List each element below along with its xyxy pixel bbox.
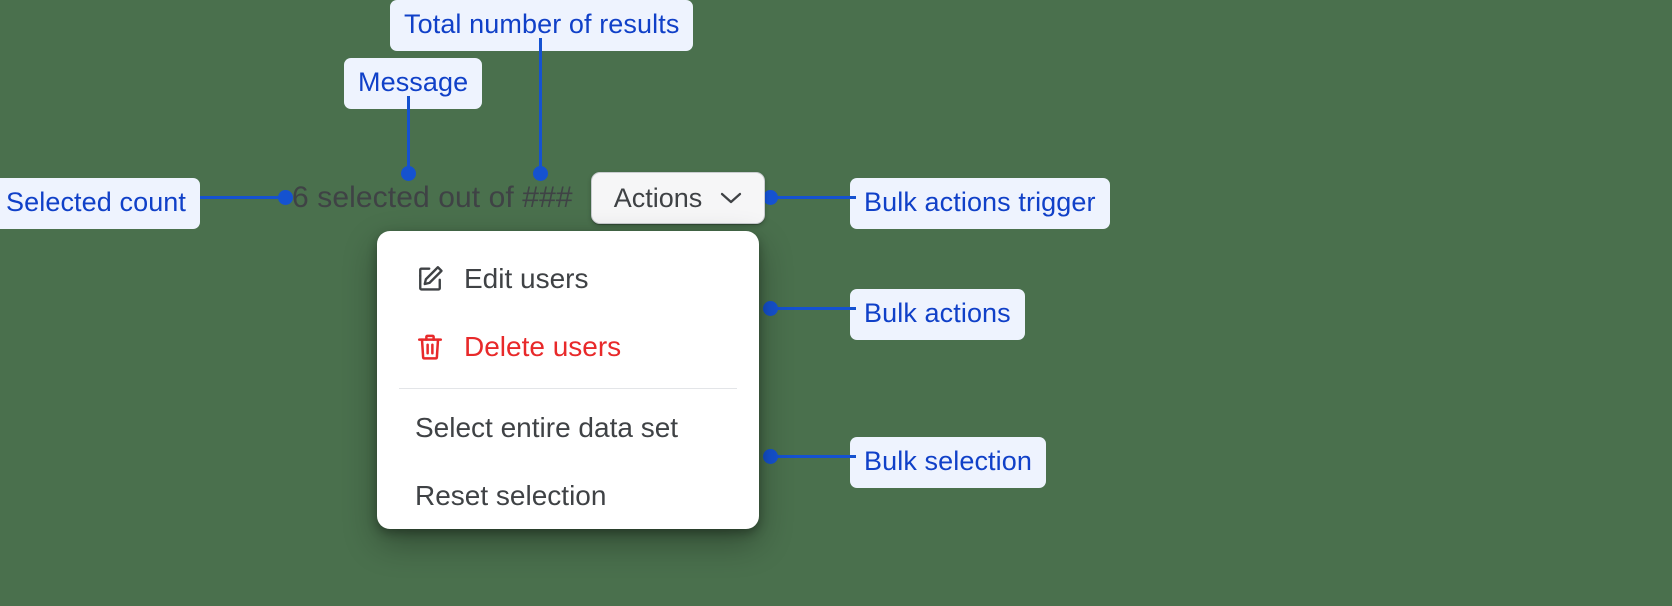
leader-dot-total-results (533, 166, 548, 181)
edit-pencil-icon (419, 266, 443, 291)
menu-item-label: Reset selection (415, 480, 607, 511)
menu-spacer (377, 305, 759, 321)
callout-bulk-actions: Bulk actions (850, 289, 1025, 340)
menu-item-label: Delete users (464, 331, 622, 362)
callout-selected-count: Selected count (0, 178, 201, 229)
callout-bulk-actions-trigger: Bulk actions trigger (850, 178, 1110, 229)
menu-divider (399, 388, 737, 389)
leader-dot-bulk-actions (763, 301, 778, 316)
menu-item-label: Select entire data set (415, 412, 679, 443)
menu-item-reset-selection[interactable]: Reset selection (377, 470, 759, 522)
leader-line-bulk-selection (770, 455, 856, 458)
menu-spacer (377, 454, 759, 470)
bulk-actions-dropdown-menu: Edit users Delete users Select entire da… (377, 231, 759, 529)
menu-item-select-entire-data-set[interactable]: Select entire data set (377, 402, 759, 454)
actions-button-label: Actions (613, 182, 703, 213)
callout-message: Message (344, 58, 483, 109)
bulk-actions-trigger-button[interactable]: Actions (591, 172, 765, 224)
menu-item-label: Edit users (464, 263, 589, 294)
leader-dot-message (401, 166, 416, 181)
leader-dot-selected-count (278, 190, 293, 205)
trash-icon (418, 334, 442, 360)
leader-line-message (407, 96, 410, 174)
selected-count-message: 6 selected out of ### (292, 181, 573, 214)
menu-item-edit-users[interactable]: Edit users (377, 253, 759, 305)
callout-bulk-selection: Bulk selection (850, 437, 1046, 488)
leader-line-bulk-actions-trigger (770, 196, 856, 199)
leader-line-bulk-actions (770, 307, 856, 310)
leader-dot-bulk-actions-trigger (763, 190, 778, 205)
leader-dot-bulk-selection (763, 449, 778, 464)
leader-line-selected-count (200, 196, 290, 199)
menu-item-delete-users[interactable]: Delete users (377, 321, 759, 373)
leader-line-total-results (539, 38, 542, 174)
chevron-down-icon (721, 192, 742, 204)
